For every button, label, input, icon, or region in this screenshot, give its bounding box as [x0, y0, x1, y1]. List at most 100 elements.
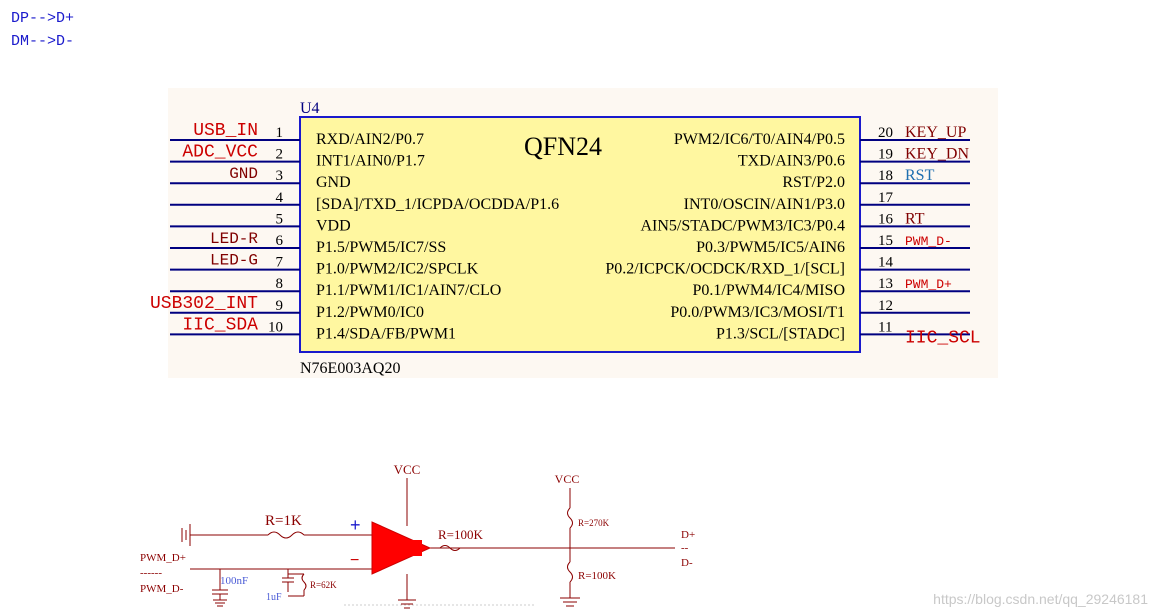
- left-pin: 3 GND GND: [170, 165, 351, 191]
- capacitor-100nf: [212, 569, 228, 607]
- resistor-feedback: [439, 545, 461, 551]
- r-input-label: R=1K: [265, 513, 302, 529]
- resistor-1k: [267, 531, 305, 539]
- resistor-270k: [567, 507, 573, 529]
- right-pin: 17 INT0/OSCIN/AIN1/P3.0: [684, 190, 970, 213]
- pin-name: AIN5/STADC/PWM3/IC3/P0.4: [640, 217, 845, 234]
- output-sep: --: [681, 542, 689, 554]
- op-amp-fill: [408, 540, 422, 556]
- analog-circuit: [181, 478, 675, 609]
- right-pin: 15 P0.3/PWM5/IC5/AIN6 PWM_D-: [696, 233, 970, 256]
- net-label: RST: [905, 167, 935, 184]
- input-pwm-neg: PWM_D-: [140, 583, 184, 595]
- left-pin: 4 [SDA]/TXD_1/ICPDA/OCDDA/P1.6: [170, 190, 559, 213]
- pin-number: 14: [878, 255, 894, 271]
- chip-designator: U4: [300, 100, 320, 117]
- note-dp: DP-->D+: [11, 10, 74, 27]
- pin-name: P1.2/PWM0/IC0: [316, 304, 424, 321]
- pin-name: RST/P2.0: [782, 174, 845, 191]
- output-dpos: D+: [681, 529, 695, 541]
- pin-name: INT0/OSCIN/AIN1/P3.0: [684, 196, 845, 213]
- right-pin: 11 P1.3/SCL/[STADC] IIC_SCL: [716, 319, 981, 348]
- net-label: KEY_UP: [905, 124, 966, 141]
- net-label: PWM_D+: [905, 277, 952, 292]
- pin-number: 7: [276, 255, 284, 271]
- output-dneg: D-: [681, 557, 693, 569]
- right-pin: 13 P0.1/PWM4/IC4/MISO PWM_D+: [693, 276, 970, 299]
- right-pin: 16 AIN5/STADC/PWM3/IC3/P0.4 RT: [640, 210, 970, 234]
- pin-number: 13: [878, 276, 893, 292]
- pin-name: P1.3/SCL/[STADC]: [716, 325, 845, 342]
- op-amp-symbol: [371, 521, 432, 575]
- net-label: LED-G: [210, 252, 258, 270]
- pin-number: 17: [878, 190, 894, 206]
- pin-number: 2: [276, 147, 284, 163]
- plus-sign: +: [350, 515, 361, 535]
- pin-number: 1: [276, 125, 284, 141]
- left-pin: 1 RXD/AIN2/P0.7 USB_IN: [170, 121, 424, 148]
- pin-name: P0.0/PWM3/IC3/MOSI/T1: [670, 304, 845, 321]
- net-label: RT: [905, 210, 925, 227]
- pin-number: 8: [276, 276, 284, 292]
- ground-symbol-input: [181, 524, 191, 546]
- net-label: IIC_SDA: [182, 315, 258, 335]
- pin-number: 16: [878, 211, 894, 227]
- right-pin: 18 RST/P2.0 RST: [782, 167, 970, 191]
- chip-body: [299, 116, 861, 353]
- c-small-label: 1uF: [266, 592, 282, 603]
- resistor-100k-bottom: [567, 561, 573, 583]
- pin-name: P0.1/PWM4/IC4/MISO: [693, 282, 845, 299]
- input-sep: ------: [140, 567, 162, 579]
- right-pin-group: 20 PWM2/IC6/T0/AIN4/P0.5 KEY_UP 19 TXD/AIN3/…: [605, 124, 980, 348]
- note-dm: DM-->D-: [11, 33, 74, 50]
- r-filter-label: R=62K: [310, 580, 337, 590]
- notes: DP-->D+ DM-->D-: [11, 10, 74, 50]
- pin-number: 3: [276, 168, 284, 184]
- pin-name: TXD/AIN3/P0.6: [738, 153, 845, 170]
- net-label: LED-R: [210, 230, 258, 248]
- net-label: IIC_SCL: [905, 328, 981, 348]
- pin-number: 20: [878, 125, 893, 141]
- pin-number: 11: [878, 319, 892, 335]
- net-label: GND: [229, 165, 258, 183]
- net-label: USB_IN: [193, 121, 258, 141]
- pin-name: INT1/AIN0/P1.7: [316, 153, 425, 170]
- net-label: USB302_INT: [150, 294, 258, 314]
- pin-number: 18: [878, 168, 893, 184]
- pin-number: 4: [276, 190, 284, 206]
- pin-name: P0.3/PWM5/IC5/AIN6: [696, 239, 845, 256]
- pin-name: GND: [316, 174, 351, 191]
- pin-number: 19: [878, 147, 893, 163]
- pin-number: 9: [276, 298, 284, 314]
- right-pin: 20 PWM2/IC6/T0/AIN4/P0.5 KEY_UP: [674, 124, 970, 148]
- pin-number: 5: [276, 211, 284, 227]
- pin-number: 15: [878, 233, 893, 249]
- pin-name: PWM2/IC6/T0/AIN4/P0.5: [674, 131, 845, 148]
- net-label: PWM_D-: [905, 234, 952, 249]
- input-pwm-pos: PWM_D+: [140, 552, 186, 564]
- r-feedback-label: R=100K: [438, 527, 484, 542]
- watermark: https://blog.csdn.net/qq_29246181: [933, 591, 1148, 607]
- rc-filter: [282, 569, 307, 597]
- pin-name: P1.4/SDA/FB/PWM1: [316, 325, 456, 342]
- r-top-label: R=270K: [578, 518, 610, 528]
- r-bottom-label: R=100K: [578, 570, 616, 582]
- pin-name: P1.5/PWM5/IC7/SS: [316, 239, 446, 256]
- chip-part-number: N76E003AQ20: [300, 360, 400, 377]
- pin-name: RXD/AIN2/P0.7: [316, 131, 424, 148]
- pin-name: [SDA]/TXD_1/ICPDA/OCDDA/P1.6: [316, 196, 559, 213]
- vcc-div-label: VCC: [555, 472, 580, 486]
- net-label: KEY_DN: [905, 146, 969, 163]
- circuit-labels: VCC VCC R=1K R=100K R=270K R=100K R=62K …: [140, 462, 695, 603]
